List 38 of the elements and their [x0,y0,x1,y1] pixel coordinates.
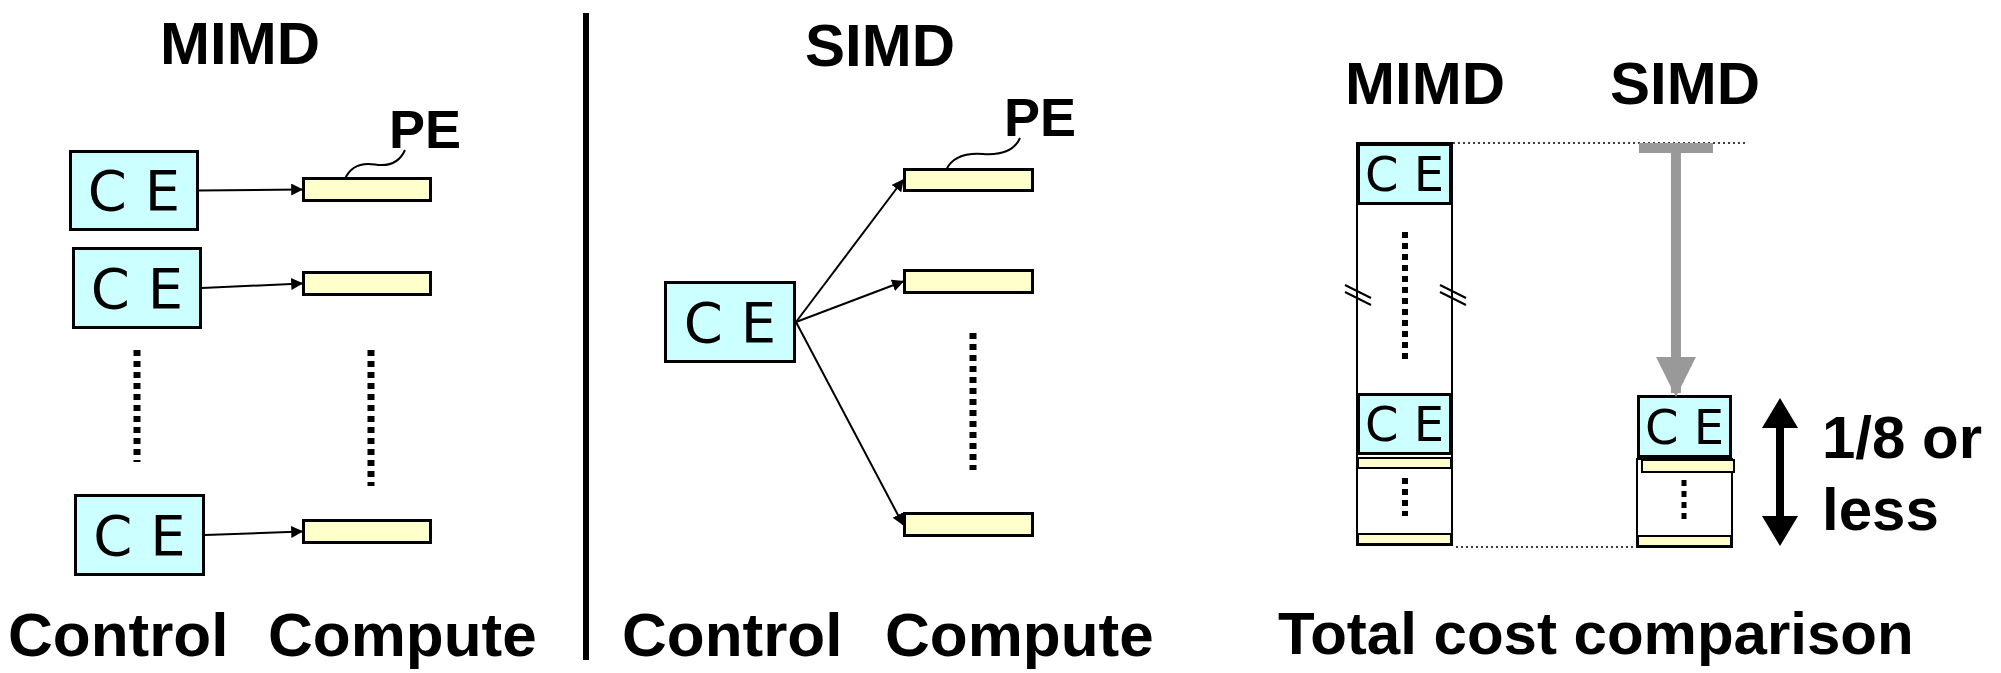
processing-element-bar [1357,457,1452,469]
axis-label: Control [8,599,230,671]
processing-element-bar [903,512,1034,537]
processing-element-bar [302,519,432,544]
control-box: C E [1357,143,1452,205]
processing-element-bar [903,269,1034,294]
component-label: PE [385,104,465,154]
arrow [795,179,904,323]
arrow [198,183,304,196]
arrow [1638,143,1713,397]
column-title: MIMD [1344,49,1506,119]
control-box: C E [1357,393,1452,455]
component-label: PE [1000,92,1080,142]
leader-line [343,149,406,180]
processing-element-bar [1641,459,1735,473]
processing-element-bar [1637,535,1732,547]
control-box: C E [664,281,796,363]
axis-label: Compute [885,599,1155,671]
leader-line [945,137,1021,171]
processing-element-bar [302,177,432,202]
control-box: C E [69,150,199,231]
column-title: MIMD [159,9,321,79]
control-box: C E [1637,395,1732,458]
column-title: SIMD [804,11,956,81]
control-box: C E [72,247,202,329]
ratio-label: 1/8 or less [1822,403,1984,545]
arrow [795,279,905,323]
axis-label: Compute [268,599,538,671]
processing-element-bar [302,271,432,296]
arrow [204,525,304,538]
arrow [201,278,304,290]
control-box: C E [74,494,205,576]
processing-element-bar [903,168,1034,192]
column-title: SIMD [1609,49,1761,119]
processing-element-bar [1357,533,1452,545]
axis-label: Control [622,599,844,671]
arrow [795,321,904,526]
caption: Total cost comparison [1278,599,1915,669]
